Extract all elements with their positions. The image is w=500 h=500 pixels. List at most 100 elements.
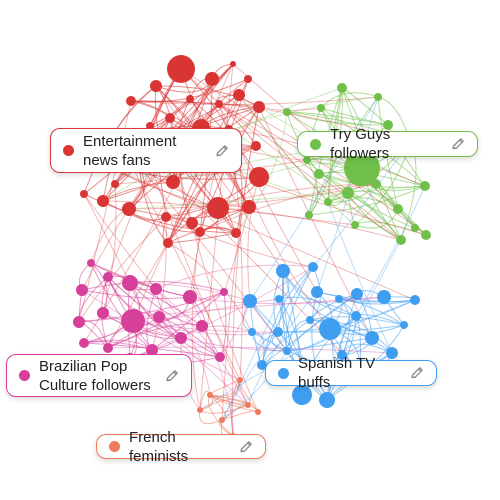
graph-node[interactable] [351,221,359,229]
graph-node[interactable] [255,409,261,415]
graph-node[interactable] [411,224,419,232]
graph-node[interactable] [233,89,245,101]
graph-edge [167,232,237,244]
graph-node[interactable] [87,259,95,267]
graph-node[interactable] [374,93,382,101]
graph-node[interactable] [245,402,251,408]
graph-node[interactable] [420,181,430,191]
graph-node[interactable] [207,197,229,219]
graph-node[interactable] [153,311,165,323]
graph-node[interactable] [351,288,363,300]
graph-node[interactable] [248,328,256,336]
graph-node[interactable] [306,316,314,324]
graph-node[interactable] [308,262,318,272]
graph-node[interactable] [215,100,223,108]
graph-node[interactable] [283,347,291,355]
graph-node[interactable] [371,179,381,189]
graph-node[interactable] [186,95,194,103]
graph-node[interactable] [421,230,431,240]
graph-node[interactable] [305,211,313,219]
cluster-label-try-guys-followers[interactable]: Try Guys followers [297,126,478,162]
graph-node[interactable] [121,309,145,333]
graph-node[interactable] [197,407,203,413]
pencil-icon[interactable] [237,438,255,456]
graph-node[interactable] [79,338,89,348]
graph-node[interactable] [365,331,379,345]
cluster-label-brazilian-pop-culture-followers[interactable]: Brazilian Pop Culture followers [6,354,192,397]
graph-node[interactable] [111,180,119,188]
graph-node[interactable] [335,295,343,303]
graph-node[interactable] [337,83,347,93]
graph-node[interactable] [103,272,113,282]
graph-node[interactable] [167,55,195,83]
graph-node[interactable] [311,286,323,298]
graph-node[interactable] [103,343,113,353]
graph-node[interactable] [215,352,225,362]
graph-node[interactable] [150,80,162,92]
graph-node[interactable] [220,288,228,296]
graph-node[interactable] [273,327,283,337]
cluster-label-entertainment-news-fans[interactable]: Entertainment news fans [50,128,242,173]
graph-node[interactable] [276,264,290,278]
graph-node[interactable] [80,190,88,198]
graph-node[interactable] [243,294,257,308]
pencil-icon[interactable] [408,364,426,382]
graph-node[interactable] [97,307,109,319]
graph-node[interactable] [396,235,406,245]
graph-node[interactable] [195,227,205,237]
graph-node[interactable] [393,204,403,214]
pencil-icon[interactable] [163,367,181,385]
graph-node[interactable] [249,167,269,187]
graph-node[interactable] [146,344,158,356]
graph-node[interactable] [237,377,243,383]
graph-node[interactable] [165,113,175,123]
graph-node[interactable] [319,318,341,340]
graph-node[interactable] [230,61,236,67]
graph-node[interactable] [242,200,256,214]
graph-node[interactable] [183,290,197,304]
graph-node[interactable] [231,228,241,238]
graph-node[interactable] [292,385,312,405]
pencil-icon[interactable] [449,135,467,153]
graph-node[interactable] [351,311,361,321]
graph-node[interactable] [244,75,252,83]
graph-node[interactable] [377,290,391,304]
graph-node[interactable] [175,332,187,344]
graph-node[interactable] [319,392,335,408]
graph-node[interactable] [219,417,225,423]
graph-node[interactable] [344,150,380,186]
graph-node[interactable] [303,156,311,164]
graph-node[interactable] [163,238,173,248]
graph-node[interactable] [196,320,208,332]
graph-node[interactable] [342,187,354,199]
graph-node[interactable] [253,101,265,113]
graph-node[interactable] [251,141,261,151]
graph-node[interactable] [76,284,88,296]
graph-node[interactable] [337,350,347,360]
graph-node[interactable] [383,120,393,130]
graph-node[interactable] [386,347,398,359]
graph-node[interactable] [126,96,136,106]
graph-node[interactable] [122,202,136,216]
graph-node[interactable] [186,217,198,229]
graph-node[interactable] [207,392,213,398]
graph-node[interactable] [410,295,420,305]
graph-node[interactable] [275,295,283,303]
pencil-icon[interactable] [213,142,231,160]
cluster-label-french-feminists[interactable]: French feminists [96,429,266,465]
graph-node[interactable] [161,212,171,222]
graph-node[interactable] [150,283,162,295]
graph-node[interactable] [324,198,332,206]
graph-node[interactable] [400,321,408,329]
graph-node[interactable] [205,72,219,86]
graph-node[interactable] [122,275,138,291]
graph-node[interactable] [166,175,180,189]
graph-node[interactable] [97,195,109,207]
graph-node[interactable] [257,360,267,370]
graph-node[interactable] [73,316,85,328]
graph-node[interactable] [283,108,291,116]
graph-node[interactable] [314,169,324,179]
graph-node[interactable] [317,104,325,112]
cluster-label-spanish-tv-buffs[interactable]: Spanish TV buffs [265,355,437,391]
